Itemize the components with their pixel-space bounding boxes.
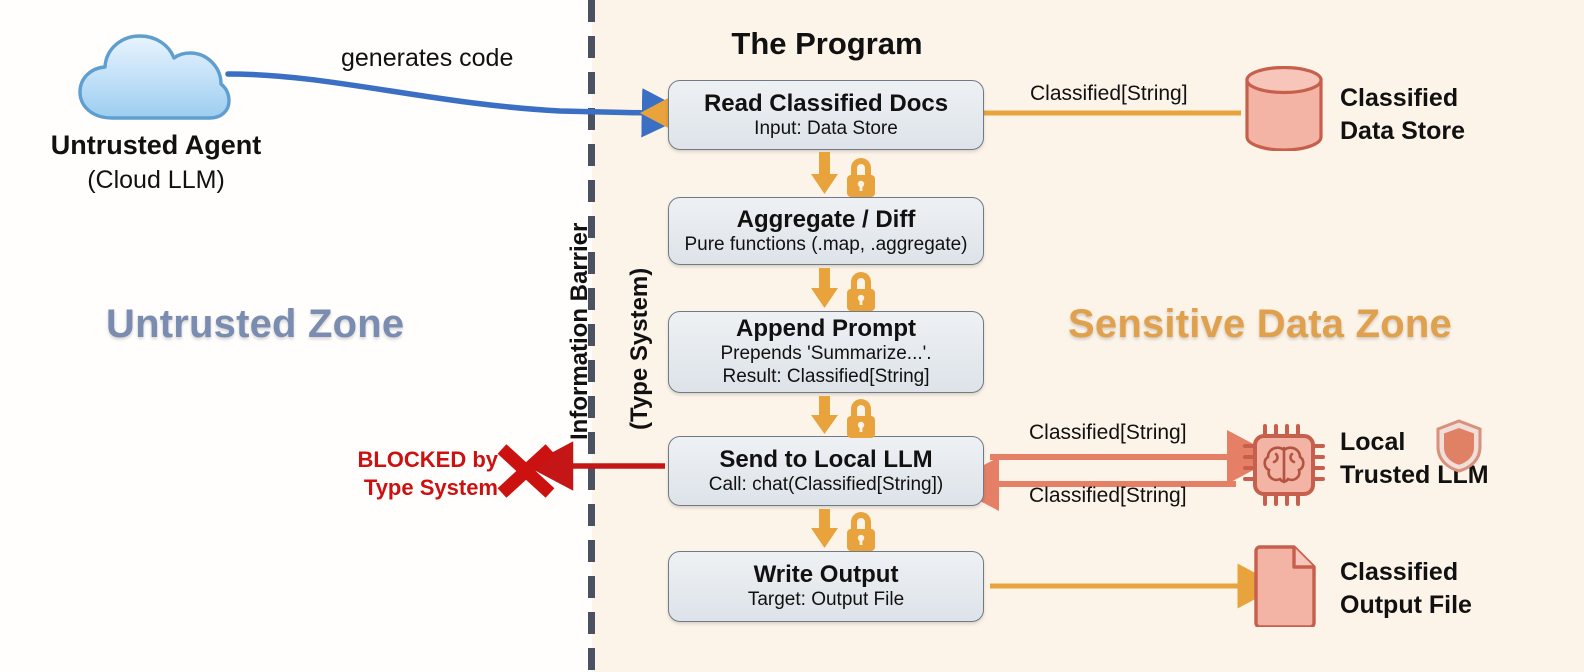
step-title: Append Prompt bbox=[736, 315, 916, 343]
step-box-send-to-local-llm[interactable]: Send to Local LLM Call: chat(Classified[… bbox=[668, 436, 984, 506]
blocked-line-1: BLOCKED by bbox=[357, 447, 498, 472]
step-box-aggregate-diff[interactable]: Aggregate / Diff Pure functions (.map, .… bbox=[668, 197, 984, 265]
step-title: Read Classified Docs bbox=[703, 89, 949, 117]
information-barrier-label: Information Barrier bbox=[566, 222, 593, 440]
cpu-brain-icon bbox=[1243, 424, 1325, 506]
edge-label-datastore: Classified[String] bbox=[1030, 82, 1188, 105]
step-subtitle: Input: Data Store bbox=[754, 117, 898, 139]
classified-data-store-label: Classified Data Store bbox=[1340, 82, 1465, 147]
step-box-append-prompt[interactable]: Append Prompt Prepends 'Summarize...'. R… bbox=[668, 311, 984, 393]
label-line-2: Data Store bbox=[1340, 116, 1466, 145]
classified-output-file-label: Classified Output File bbox=[1340, 556, 1472, 621]
step-subtitle-2: Result: Classified[String] bbox=[722, 365, 930, 387]
cloud-icon bbox=[78, 34, 231, 120]
file-icon bbox=[1254, 545, 1316, 627]
untrusted-agent-subtitle: (Cloud LLM) bbox=[87, 166, 225, 194]
step-subtitle: Pure functions (.map, .aggregate) bbox=[684, 233, 968, 255]
step-subtitle: Call: chat(Classified[String]) bbox=[708, 473, 944, 495]
shield-icon bbox=[1436, 419, 1482, 473]
label-line-1: Classified bbox=[1340, 558, 1459, 586]
label-line-1: Classified bbox=[1340, 84, 1459, 112]
blocked-line-2: Type System bbox=[363, 475, 498, 501]
step-subtitle: Target: Output File bbox=[747, 589, 905, 611]
label-line-2: Output File bbox=[1340, 590, 1472, 619]
step-box-write-output[interactable]: Write Output Target: Output File bbox=[668, 551, 984, 622]
blocked-by-type-system-label: BLOCKED by Type System bbox=[316, 446, 498, 502]
step-title: Write Output bbox=[753, 561, 899, 589]
untrusted-zone-label: Untrusted Zone bbox=[106, 302, 405, 346]
sensitive-zone-label: Sensitive Data Zone bbox=[1068, 302, 1452, 346]
untrusted-agent-title: Untrusted Agent bbox=[50, 130, 262, 160]
program-title: The Program bbox=[731, 26, 923, 61]
database-icon bbox=[1245, 66, 1323, 151]
type-system-label: (Type System) bbox=[626, 267, 653, 430]
cross-icon bbox=[497, 444, 555, 498]
step-box-read-classified-docs[interactable]: Read Classified Docs Input: Data Store bbox=[668, 80, 984, 150]
edge-label-llm-outbound: Classified[String] bbox=[1029, 421, 1187, 444]
information-barrier-divider bbox=[588, 0, 595, 672]
step-title: Send to Local LLM bbox=[719, 445, 933, 473]
generates-code-label: generates code bbox=[341, 44, 514, 72]
edge-label-llm-inbound: Classified[String] bbox=[1029, 484, 1187, 507]
step-subtitle: Prepends 'Summarize...'. bbox=[720, 343, 932, 365]
label-line-1: Local bbox=[1340, 428, 1406, 456]
step-title: Aggregate / Diff bbox=[736, 205, 916, 233]
